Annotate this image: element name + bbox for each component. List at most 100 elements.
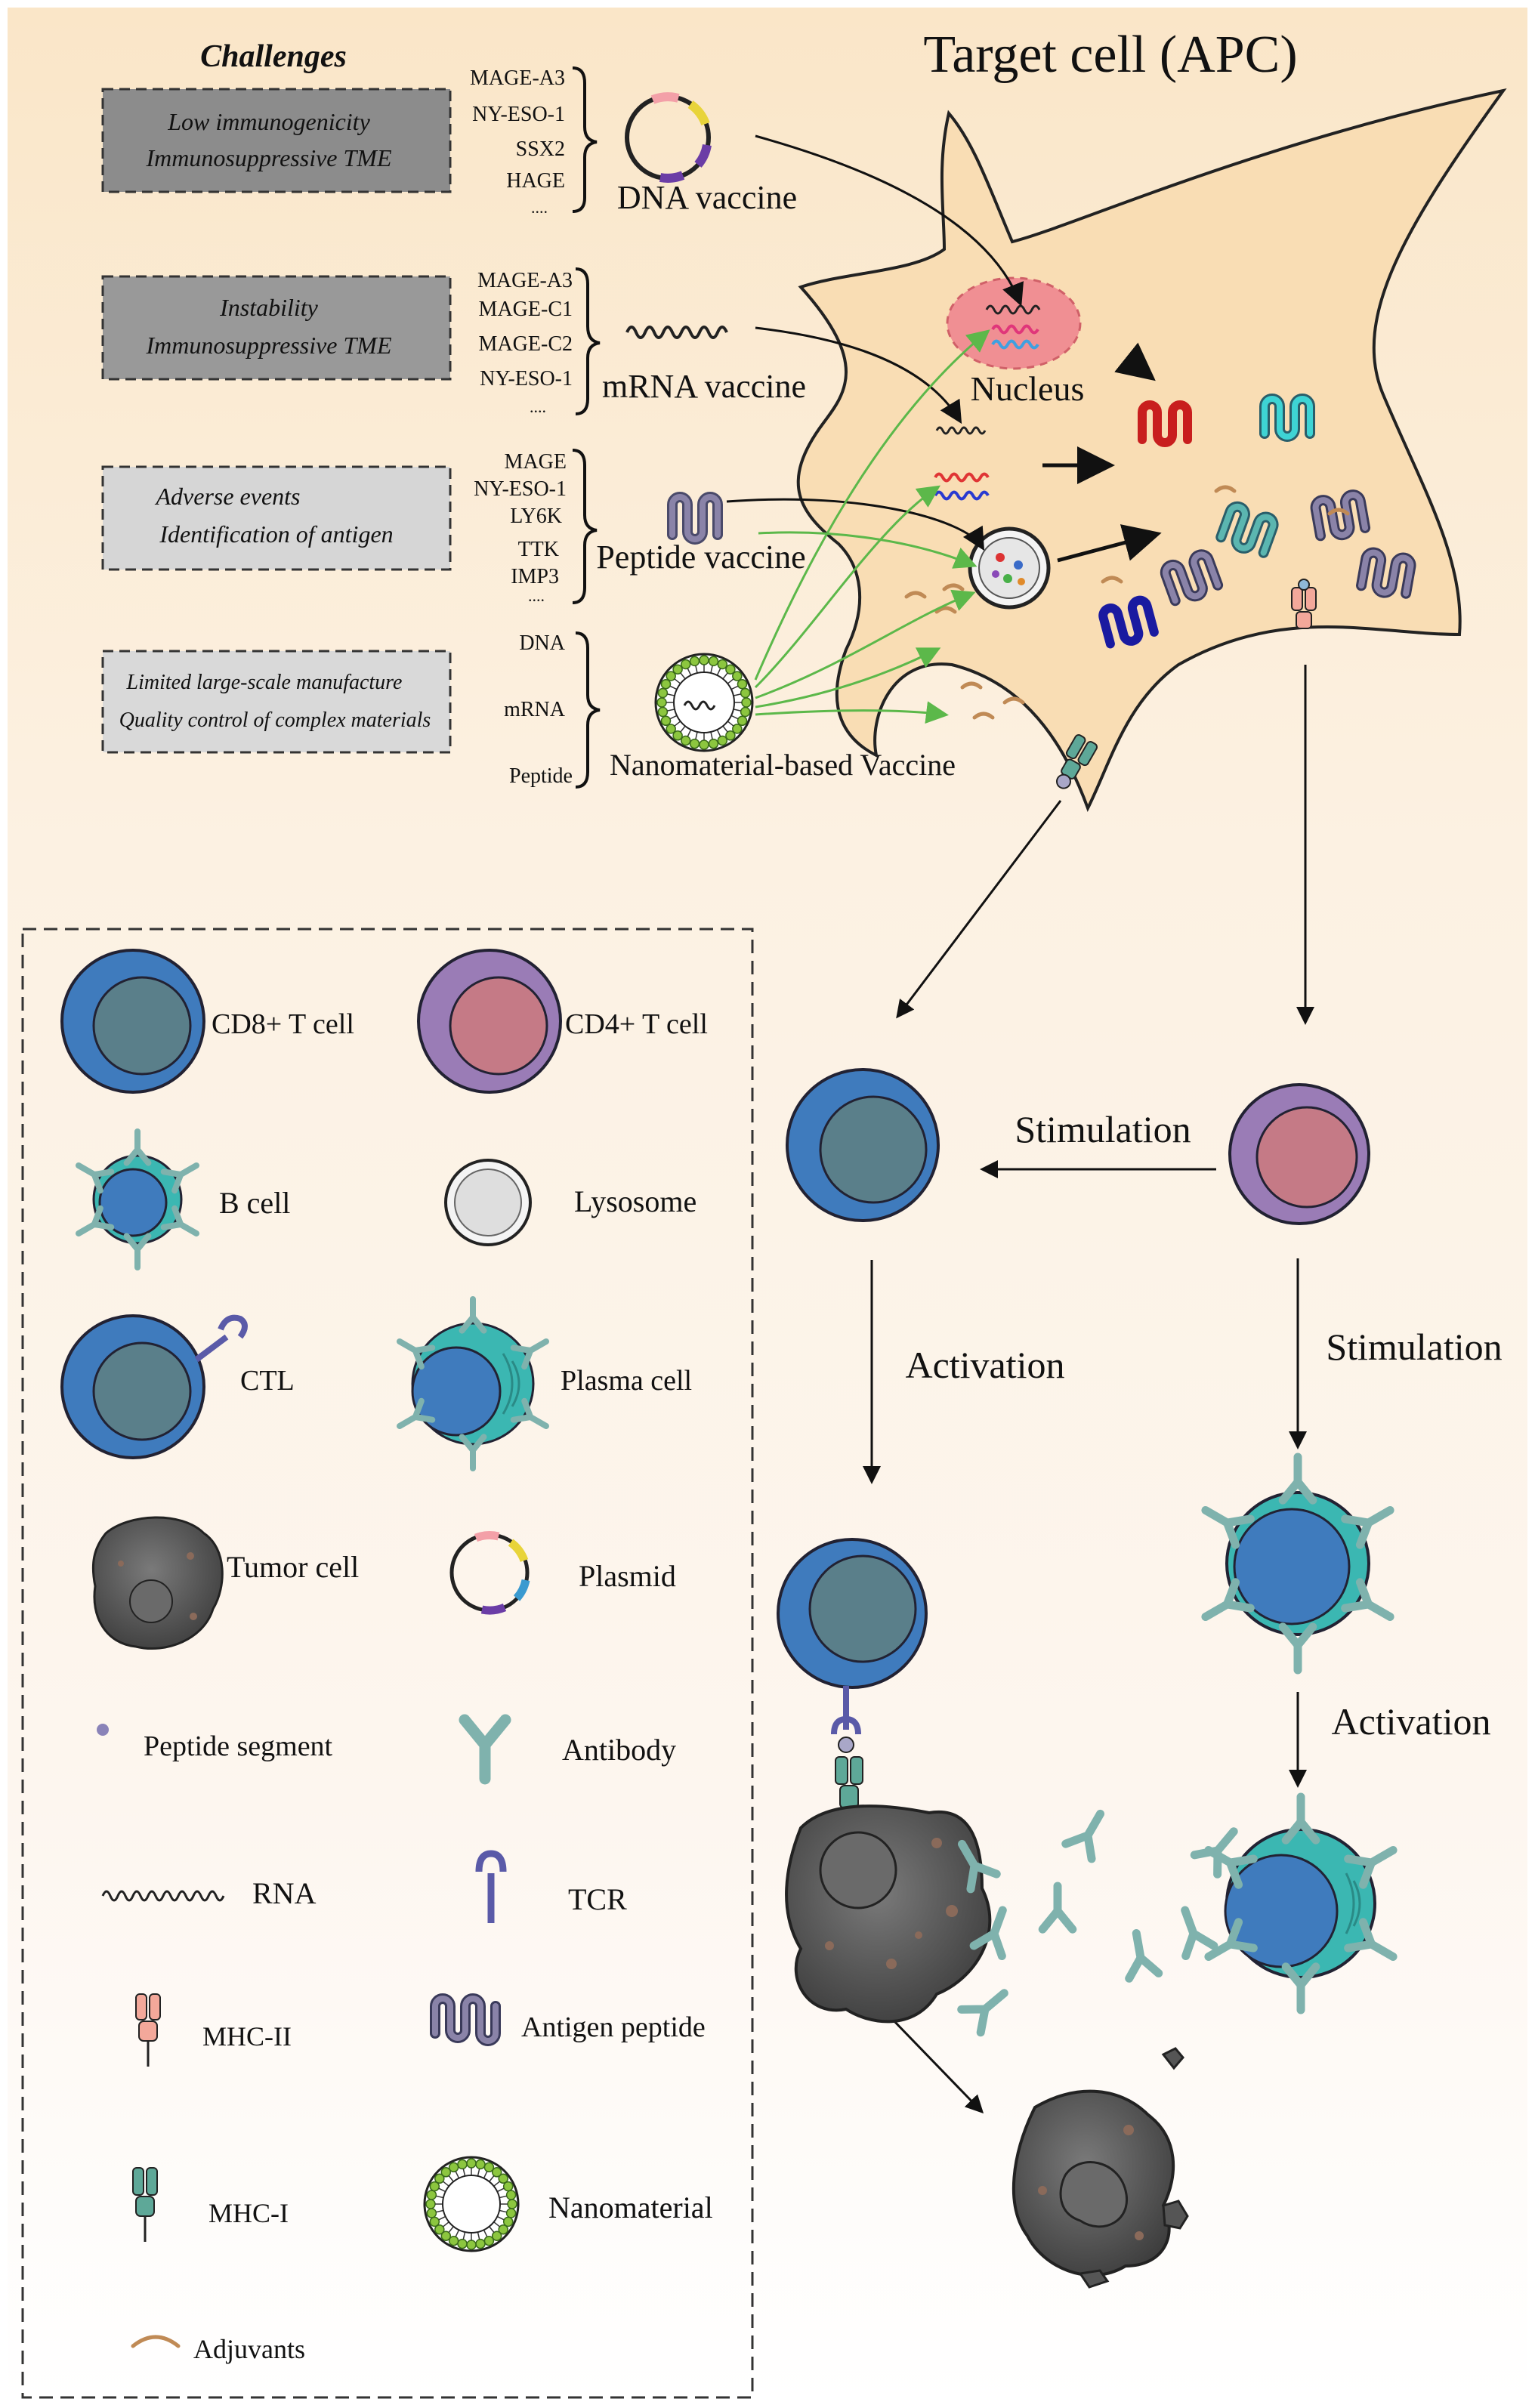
- cytoplasm-rna: [935, 426, 987, 435]
- legend-label-peptide-segment: Peptide segment: [144, 1730, 333, 1762]
- antibody-icon: [1190, 1827, 1238, 1879]
- antibody-icon: [76, 1162, 115, 1194]
- nucleus-label: Nucleus: [971, 369, 1085, 408]
- antibody-icon: [957, 1989, 1008, 2037]
- legend-cd4-icon: [417, 949, 562, 1094]
- antibody-icon: [1181, 1906, 1218, 1961]
- challenge-box-3: Adverse events Identification of antigen: [101, 465, 452, 571]
- plasma-cell-flow: [1204, 1792, 1398, 2014]
- antibody-icon: [969, 1906, 1007, 1961]
- challenge-3-line-2: Identification of antigen: [159, 520, 393, 548]
- antibody-icon: [397, 1338, 436, 1370]
- antibody-icon: [510, 1338, 549, 1370]
- legend-cd8-icon: [60, 949, 205, 1094]
- challenge-2-line-2: Immunosuppressive TME: [146, 332, 392, 359]
- antigen: ....: [531, 198, 548, 217]
- nano-antigen-list: DNA mRNA Peptide: [504, 631, 601, 789]
- challenges-heading: Challenges: [200, 39, 347, 74]
- lysosome-with-peptides: [968, 526, 1051, 610]
- stimulation-label-1: Stimulation: [1015, 1108, 1191, 1150]
- antigen-peptide-cyan: [1259, 394, 1315, 442]
- antibody-icon: [1038, 1882, 1077, 1934]
- dead-tumor-cell: [1011, 2047, 1189, 2289]
- antibody-icon: [1281, 1962, 1320, 2014]
- adjuvants-cluster: [904, 485, 1350, 720]
- antigen-peptide-icon: [667, 492, 723, 545]
- antigen-peptide-red: [1138, 400, 1192, 447]
- antibody-icon: [160, 1162, 199, 1194]
- antibody-icon: [76, 1205, 115, 1237]
- legend-label-antigen-peptide: Antigen peptide: [521, 2011, 706, 2043]
- antibody-icon: [1278, 1453, 1317, 1505]
- mrna-antigen-list: MAGE-A3 MAGE-C1 MAGE-C2 NY-ESO-1 ....: [477, 267, 601, 416]
- antibody-icon: [160, 1205, 199, 1237]
- antigen: TTK: [518, 538, 559, 561]
- legend-plasmid-icon: [449, 1531, 530, 1615]
- legend-peptide-segment-icon: [97, 1724, 109, 1736]
- legend-rna-icon: [101, 1890, 225, 1902]
- antibody-icon: [1125, 1929, 1163, 1983]
- challenge-4-line-2: Quality control of complex materials: [119, 709, 431, 732]
- legend-label-tcr: TCR: [568, 1882, 627, 1916]
- peptide-vaccine-label: Peptide vaccine: [596, 539, 805, 576]
- legend-antigen-peptide-icon: [430, 1993, 501, 2046]
- challenge-box-1: Low immunogenicity Immunosuppressive TME: [101, 88, 452, 193]
- activation-label-1: Activation: [905, 1344, 1064, 1386]
- antibody-icon: [123, 1233, 152, 1271]
- challenge-1-line-2: Immunosuppressive TME: [146, 144, 392, 171]
- antibody-icon: [1204, 1918, 1258, 1962]
- activation-label-2: Activation: [1331, 1700, 1490, 1743]
- flow-arrows: [863, 665, 1314, 2114]
- antibody-icon: [957, 1839, 1001, 1894]
- antibody-icon: [1341, 1578, 1394, 1622]
- legend-ctl-icon: [60, 1314, 248, 1459]
- challenge-4-line-1: Limited large-scale manufacture: [126, 671, 403, 694]
- cytoplasm-rna-blue: [934, 490, 990, 501]
- antigen: IMP3: [511, 565, 559, 588]
- legend-lysosome-icon: [444, 1159, 532, 1246]
- antigen-peptide-purple-2: [1356, 547, 1416, 599]
- antibody-icon: [1341, 1505, 1394, 1549]
- legend-label-plasma-cell: Plasma cell: [561, 1365, 692, 1397]
- antibody-icon: [1281, 1792, 1320, 1845]
- challenge-1-line-1: Low immunogenicity: [167, 108, 370, 135]
- antigen: NY-ESO-1: [474, 477, 567, 501]
- antigen: HAGE: [506, 169, 565, 193]
- antigen: MAGE-C1: [479, 298, 573, 321]
- challenge-box-4: Limited large-scale manufacture Quality …: [101, 650, 452, 754]
- brace: [575, 267, 601, 415]
- tumor-cell-flow: [785, 1804, 992, 2024]
- cd8-t-cell-flow: [786, 1068, 940, 1222]
- plasmid-icon: [625, 92, 712, 183]
- antigen-peptide-teal: [1215, 501, 1279, 558]
- legend-label-ctl: CTL: [240, 1365, 295, 1397]
- legend-adjuvants-icon: [131, 2335, 181, 2348]
- legend-label-lysosome: Lysosome: [574, 1184, 696, 1218]
- mhc-ii-apc: [1291, 579, 1317, 629]
- antigen: SSX2: [516, 137, 565, 161]
- antigen-peptide-navy: [1098, 595, 1159, 649]
- antigen-peptide-purple: [1310, 489, 1371, 542]
- legend-plasma-cell-icon: [397, 1295, 549, 1472]
- legend-label-plasmid: Plasmid: [579, 1559, 676, 1593]
- antigen: MAGE: [505, 450, 567, 474]
- legend-label-cd4: CD4+ T cell: [565, 1008, 708, 1040]
- legend-mhc-ii-icon: [135, 1993, 161, 2067]
- stimulation-label-2: Stimulation: [1326, 1326, 1502, 1368]
- b-cell-flow: [1201, 1453, 1394, 1675]
- nucleus: [946, 276, 1082, 370]
- antibody-icon: [1061, 1809, 1105, 1863]
- nuclear-rna-blue: [991, 339, 1039, 350]
- antigen: ....: [528, 586, 545, 605]
- antigen: ....: [530, 397, 546, 416]
- dna-antigen-list: MAGE-A3 NY-ESO-1 SSX2 HAGE ....: [470, 66, 598, 217]
- cd4-t-cell-flow: [1228, 1083, 1370, 1225]
- legend-label-mhc-ii: MHC-II: [202, 2021, 292, 2051]
- mrna-vaccine-label: mRNA vaccine: [602, 368, 806, 405]
- legend-b-cell-icon: [76, 1128, 199, 1271]
- vaccine-arrows: [726, 134, 1162, 724]
- legend-label-antibody: Antibody: [562, 1733, 676, 1767]
- legend-label-mhc-i: MHC-I: [208, 2198, 289, 2228]
- peptide-antigen-list: MAGE NY-ESO-1 LY6K TTK IMP3 ....: [474, 449, 598, 605]
- antibody-icon: [1201, 1505, 1255, 1549]
